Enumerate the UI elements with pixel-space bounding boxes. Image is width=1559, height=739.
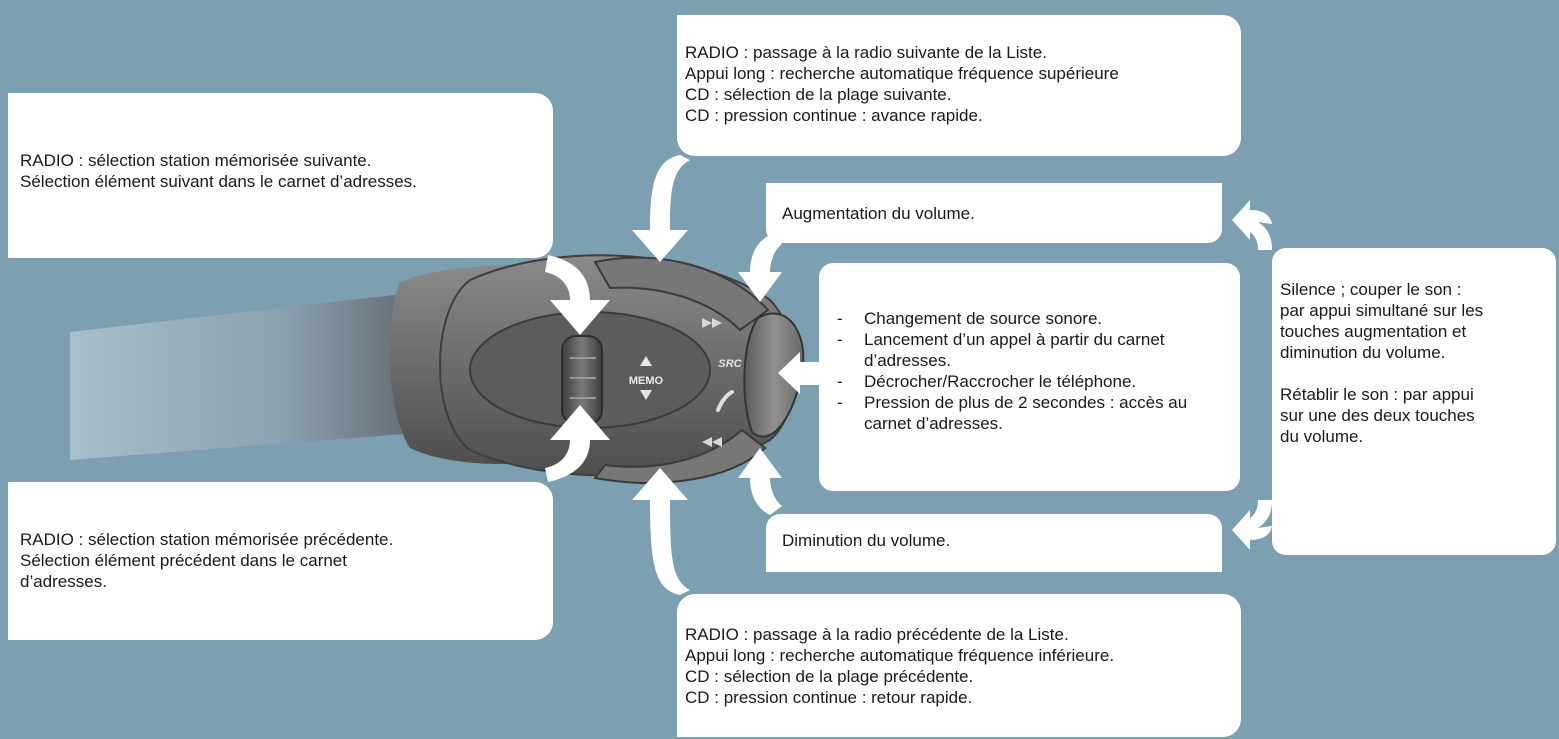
arrow-volume-up <box>738 235 782 302</box>
unmute-line-3: du volume. <box>1280 427 1364 446</box>
memo-down-arrow-icon <box>640 390 652 400</box>
next-station-line-1: RADIO : sélection station mémorisée suiv… <box>20 151 372 170</box>
phone-icon <box>716 390 734 412</box>
unmute-line-2: sur une des deux touches <box>1280 406 1475 425</box>
next-station-callout: RADIO : sélection station mémorisée suiv… <box>8 93 553 258</box>
seek-up-line-1: RADIO : passage à la radio suivante de l… <box>685 43 1047 62</box>
unmute-line-1: Rétablir le son : par appui <box>1280 385 1474 404</box>
arrow-mute-up <box>1232 200 1272 250</box>
seek-down-line-2: Appui long : recherche automatique fréqu… <box>685 646 1115 665</box>
seek-down-line-1: RADIO : passage à la radio précédente de… <box>685 625 1069 644</box>
arrow-prev-station <box>545 405 610 482</box>
memo-marking: MEMO <box>629 375 664 387</box>
callout-arrows <box>545 155 1272 595</box>
arrow-src <box>778 352 822 394</box>
src-function-item: Décrocher/Raccrocher le téléphone. <box>837 371 1240 392</box>
arrow-next-station <box>545 255 610 335</box>
src-button[interactable] <box>743 312 805 438</box>
mute-callout: Silence ; couper le son : par appui simu… <box>1272 248 1556 555</box>
arrow-volume-down <box>738 448 782 515</box>
src-function-item: Lancement d’un appel à partir du carnet … <box>837 329 1194 371</box>
src-button-callout: Changement de source sonore. Lancement d… <box>819 263 1240 491</box>
seek-up-line-3: CD : sélection de la plage suivante. <box>685 85 952 104</box>
arrow-seek-down <box>632 468 690 595</box>
src-function-list: Changement de source sonore. Lancement d… <box>837 308 1240 434</box>
fast-forward-icon-2 <box>712 318 722 328</box>
mute-line-1: Silence ; couper le son : <box>1280 280 1462 299</box>
src-function-item: Pression de plus de 2 secondes : accès a… <box>837 392 1204 434</box>
volume-down-callout: Diminution du volume. <box>766 514 1222 572</box>
volume-down-label: Diminution du volume. <box>782 531 951 550</box>
mute-line-4: diminution du volume. <box>1280 343 1446 362</box>
seek-down-callout: RADIO : passage à la radio précédente de… <box>677 594 1241 737</box>
seek-up-line-4: CD : pression continue : avance rapide. <box>685 106 983 125</box>
prev-station-callout: RADIO : sélection station mémorisée préc… <box>8 482 553 640</box>
prev-station-line-3: d’adresses. <box>20 572 107 591</box>
prev-station-line-2: Sélection élément précédent dans le carn… <box>20 551 347 570</box>
volume-up-label: Augmentation du volume. <box>782 204 975 223</box>
arrow-mute-down <box>1232 500 1272 550</box>
stalk-arm <box>70 292 430 460</box>
seek-down-line-4: CD : pression continue : retour rapide. <box>685 688 973 707</box>
memo-up-arrow-icon <box>640 356 652 366</box>
mute-line-3: touches augmentation et <box>1280 322 1467 341</box>
rewind-icon-2 <box>712 437 722 447</box>
seek-up-callout: RADIO : passage à la radio suivante de l… <box>677 15 1241 156</box>
fast-forward-icon <box>702 318 712 328</box>
mute-line-2: par appui simultané sur les <box>1280 301 1484 320</box>
prev-station-line-1: RADIO : sélection station mémorisée préc… <box>20 530 394 549</box>
seek-down-rocker[interactable] <box>593 428 767 484</box>
src-function-item: Changement de source sonore. <box>837 308 1240 329</box>
arrow-seek-up <box>632 155 690 262</box>
src-marking: SRC <box>718 358 742 370</box>
seek-up-line-2: Appui long : recherche automatique fréqu… <box>685 64 1119 83</box>
next-station-line-2: Sélection élément suivant dans le carnet… <box>20 172 417 191</box>
seek-down-line-3: CD : sélection de la plage précédente. <box>685 667 974 686</box>
rewind-icon <box>702 437 712 447</box>
volume-up-callout: Augmentation du volume. <box>766 183 1222 243</box>
